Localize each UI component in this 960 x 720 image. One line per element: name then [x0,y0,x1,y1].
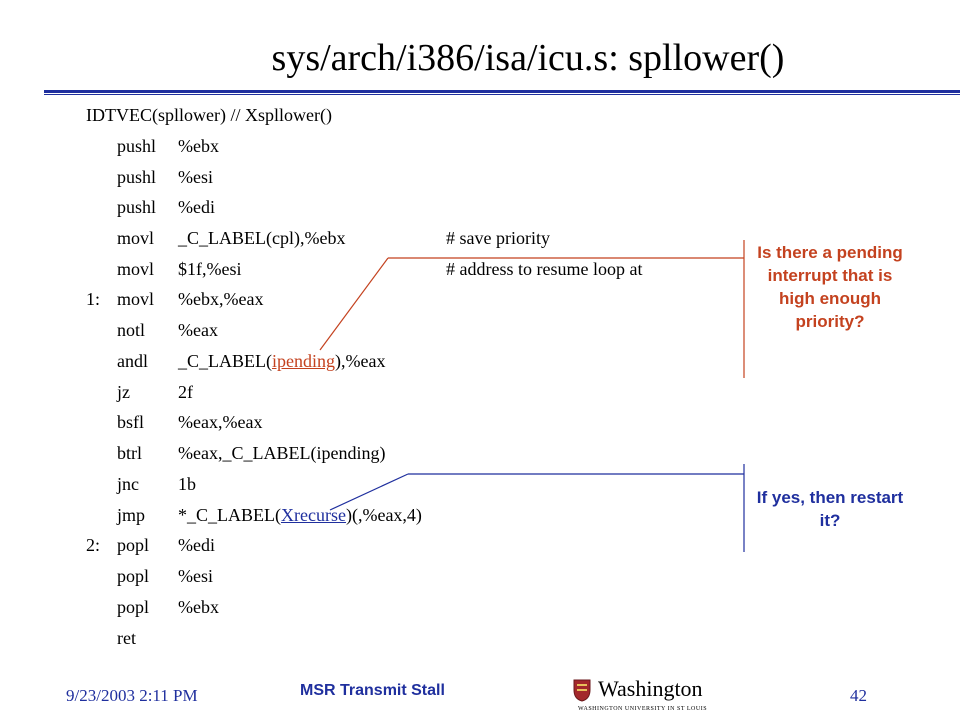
code-arg: 2f [178,382,193,402]
code-op: jz [117,382,130,402]
callout-xrecurse: If yes, then restart it? [756,488,904,530]
callout-line-red-diagonal [319,257,389,351]
code-arg: _C_LABEL(cpl),%ebx [178,228,346,248]
ipending-highlight: ipending [272,351,335,371]
footer-date: 9/23/2003 2:11 PM [66,686,198,705]
code-arg: %ebx,%eax [178,289,264,309]
code-arg: $1f,%esi [178,259,242,279]
code-arg: %eax,%eax [178,412,263,432]
page-number: 42 [850,686,867,705]
footer-title: MSR Transmit Stall [300,682,445,699]
code-op: bsfl [117,412,144,432]
logo-wordmark: Washington [598,676,703,701]
code-arg: %esi [178,167,213,187]
code-op: jmp [117,505,146,525]
code-op: andl [117,351,148,371]
code-comment: # save priority [446,228,550,248]
code-op: movl [117,259,155,279]
code-arg: 1b [178,474,196,494]
code-arg: %ebx [178,136,219,156]
title-rule-thin [44,94,960,95]
xrecurse-highlight: Xrecurse [281,505,346,525]
title-rule [44,90,960,93]
logo-subtitle: WASHINGTON UNIVERSITY IN ST LOUIS [578,706,708,712]
code-op: popl [117,535,150,555]
code-op: IDTVEC(spllower) // Xspllower() [86,105,332,125]
code-arg-xrecurse: *_C_LABEL(Xrecurse)(,%eax,4) [178,505,422,525]
code-label: 2: [86,535,101,555]
code-arg: %esi [178,566,213,586]
code-label: 1: [86,289,101,309]
code-arg-ipending: _C_LABEL(ipending),%eax [178,351,386,371]
code-op: popl [117,566,150,586]
code-arg: %edi [178,535,215,555]
code-comment: # address to resume loop at [446,259,643,279]
code-op: movl [117,228,155,248]
code-arg: %eax,_C_LABEL(ipending) [178,443,386,463]
code-op: pushl [117,136,157,156]
code-op: popl [117,597,150,617]
code-arg: %ebx [178,597,219,617]
code-op: btrl [117,443,142,463]
code-op: pushl [117,167,157,187]
code-arg: %eax [178,320,218,340]
slide-title: sys/arch/i386/isa/icu.s: spllower() [271,37,785,79]
code-op: movl [117,289,155,309]
shield-icon [573,679,591,702]
code-op: notl [117,320,146,340]
code-arg: %edi [178,197,215,217]
code-op: jnc [117,474,139,494]
university-logo: Washington WASHINGTON UNIVERSITY IN ST L… [570,676,720,716]
code-op: pushl [117,197,157,217]
code-op: ret [117,628,136,648]
callout-ipending: Is there a pending interrupt that is hig… [757,243,903,331]
